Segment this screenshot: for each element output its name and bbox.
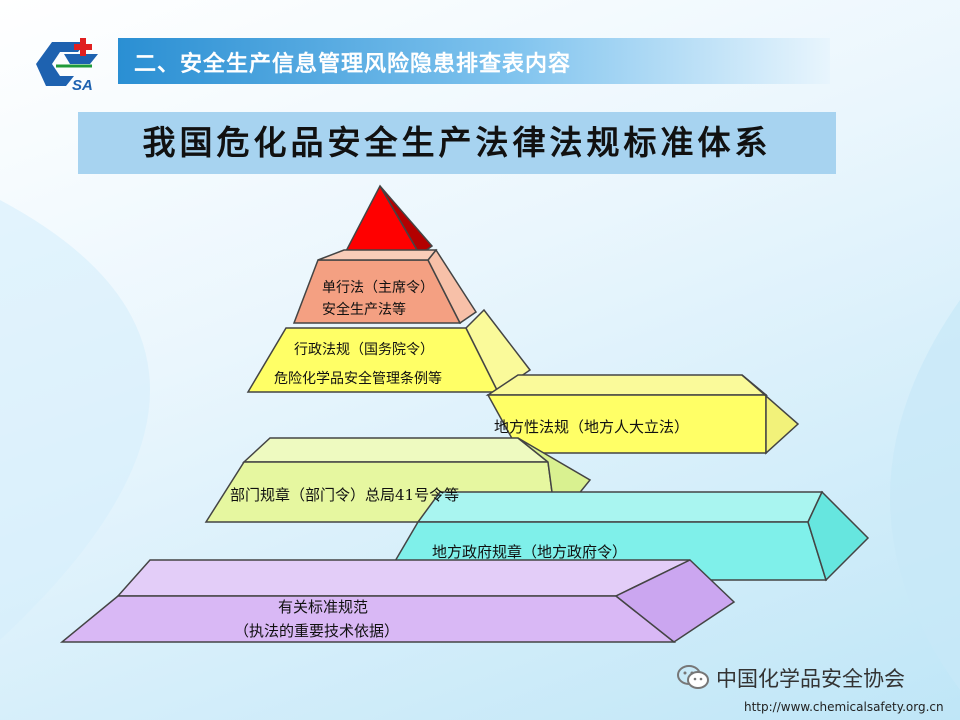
footer-url[interactable]: http://www.chemicalsafety.org.cn <box>744 700 944 714</box>
standards-label-2: （执法的重要技术依据） <box>234 620 399 641</box>
tier-admin-label-1: 行政法规（国务院令） <box>294 339 434 359</box>
wechat-icon <box>676 663 710 691</box>
tier-admin-label-2: 危险化学品安全管理条例等 <box>274 368 442 388</box>
tier-law-label-1: 单行法（主席令） <box>322 277 434 297</box>
standards-label-1: 有关标准规范 <box>278 596 368 617</box>
local-regulations-label: 地方性法规（地方人大立法） <box>494 416 689 437</box>
dept-rules-label: 部门规章（部门令）总局41号令等 <box>230 484 459 505</box>
tier-constitution <box>344 186 432 255</box>
block-local-regulations <box>488 375 798 453</box>
tier-law-label-2: 安全生产法等 <box>322 299 406 319</box>
footer-organization: 中国化学品安全协会 <box>716 663 905 693</box>
local-gov-rules-label: 地方政府规章（地方政府令） <box>432 541 627 562</box>
